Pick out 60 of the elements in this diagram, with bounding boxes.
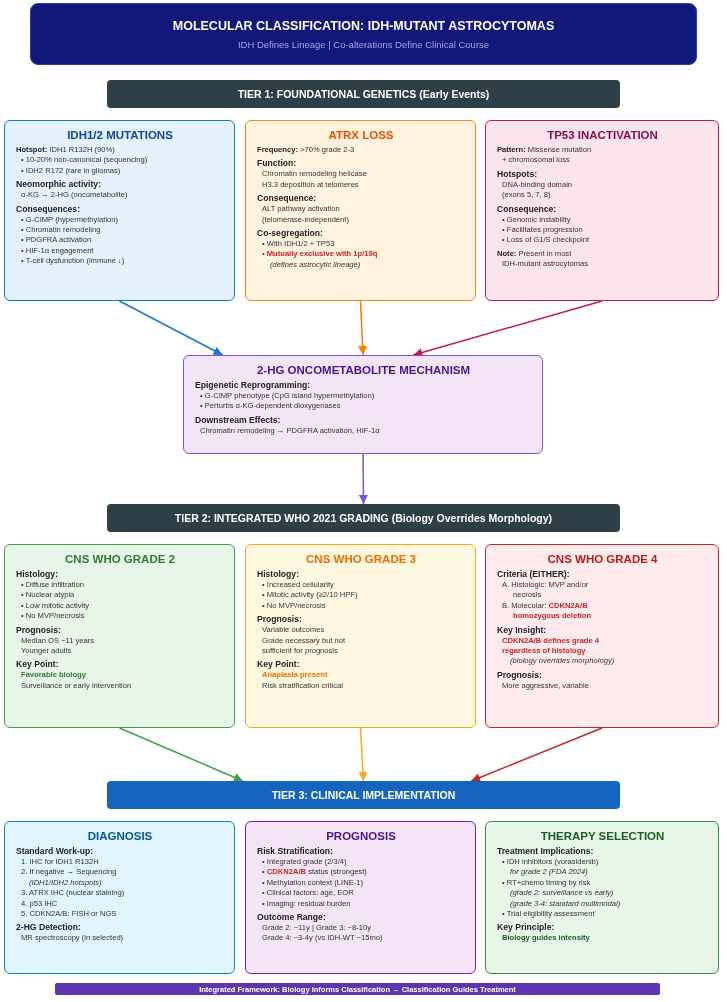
- section-heading: Epigenetic Reprogramming:: [195, 380, 312, 391]
- arrow: [358, 453, 368, 505]
- section-heading: Prognosis:: [257, 614, 303, 626]
- section-heading: Hotspots:: [497, 168, 539, 180]
- card-title: TP53 INACTIVATION: [546, 129, 659, 141]
- section-heading: Function:: [257, 158, 298, 170]
- section-heading: Histology:: [257, 569, 300, 580]
- info-card: [485, 821, 719, 974]
- section-heading: Criteria (EITHER):: [497, 569, 571, 580]
- section-heading: Key Insight:: [497, 624, 548, 636]
- arrow: [118, 300, 224, 356]
- card-title: 2-HG ONCOMETABOLITE MECHANISM: [255, 364, 472, 376]
- tier-banner: [107, 781, 620, 809]
- section-heading: Co-segregation:: [257, 228, 324, 240]
- info-card: [4, 544, 235, 728]
- arrow: [358, 727, 368, 782]
- card-title: ATRX LOSS: [327, 129, 395, 141]
- card-title: IDH1/2 MUTATIONS: [66, 129, 174, 141]
- banner-text: TIER 2: INTEGRATED WHO 2021 GRADING (Biology Overrides Morphology): [174, 512, 553, 524]
- section-heading: Neomorphic activity:: [16, 179, 102, 191]
- info-card: [485, 120, 719, 301]
- card-title: CNS WHO GRADE 4: [546, 553, 659, 565]
- info-card: [4, 120, 235, 301]
- diagram-title: MOLECULAR CLASSIFICATION: IDH-MUTANT ASTROCYTOMAS: [172, 18, 555, 33]
- section-heading: Consequence:: [257, 193, 318, 205]
- card-title: CNS WHO GRADE 3: [305, 553, 417, 565]
- section-heading: Consequences:: [16, 203, 81, 215]
- arrow: [470, 727, 603, 782]
- tier-banner: [107, 504, 620, 532]
- card-title: THERAPY SELECTION: [539, 830, 666, 842]
- arrow: [412, 300, 603, 357]
- section-heading: Risk Stratification:: [257, 846, 334, 857]
- card-title: DIAGNOSIS: [86, 830, 154, 842]
- section-heading: Prognosis:: [16, 624, 62, 636]
- banner-text: TIER 3: CLINICAL IMPLEMENTATION: [271, 789, 456, 801]
- info-card: [245, 821, 476, 974]
- section-heading: Prognosis:: [497, 669, 543, 681]
- section-heading: Outcome Range:: [257, 912, 327, 924]
- section-heading: Key Point:: [16, 659, 60, 671]
- card-title: PROGNOSIS: [325, 830, 397, 842]
- info-card: [245, 544, 476, 728]
- section-heading: Treatment Implications:: [497, 846, 595, 857]
- section-heading: Key Principle:: [497, 922, 556, 934]
- section-heading: Consequence:: [497, 203, 558, 215]
- tier-banner: [107, 80, 620, 108]
- section-heading: Histology:: [16, 569, 59, 580]
- info-card: [245, 120, 476, 301]
- info-card: [485, 544, 719, 728]
- section-heading: Standard Work-up:: [16, 846, 95, 857]
- section-heading: Key Point:: [257, 659, 301, 671]
- card-title: CNS WHO GRADE 2: [64, 553, 176, 565]
- section-heading: Downstream Effects:: [195, 414, 282, 426]
- subtitle: IDH Defines Lineage | Co-alterations Define Clinical Course: [237, 38, 490, 50]
- arrow: [358, 300, 368, 356]
- footer-banner: [55, 983, 660, 995]
- arrow: [118, 727, 244, 782]
- banner-text: TIER 1: FOUNDATIONAL GENETICS (Early Events): [237, 88, 490, 100]
- info-card: [4, 821, 235, 974]
- info-card: [183, 355, 543, 454]
- section-heading: 2-HG Detection:: [16, 922, 82, 934]
